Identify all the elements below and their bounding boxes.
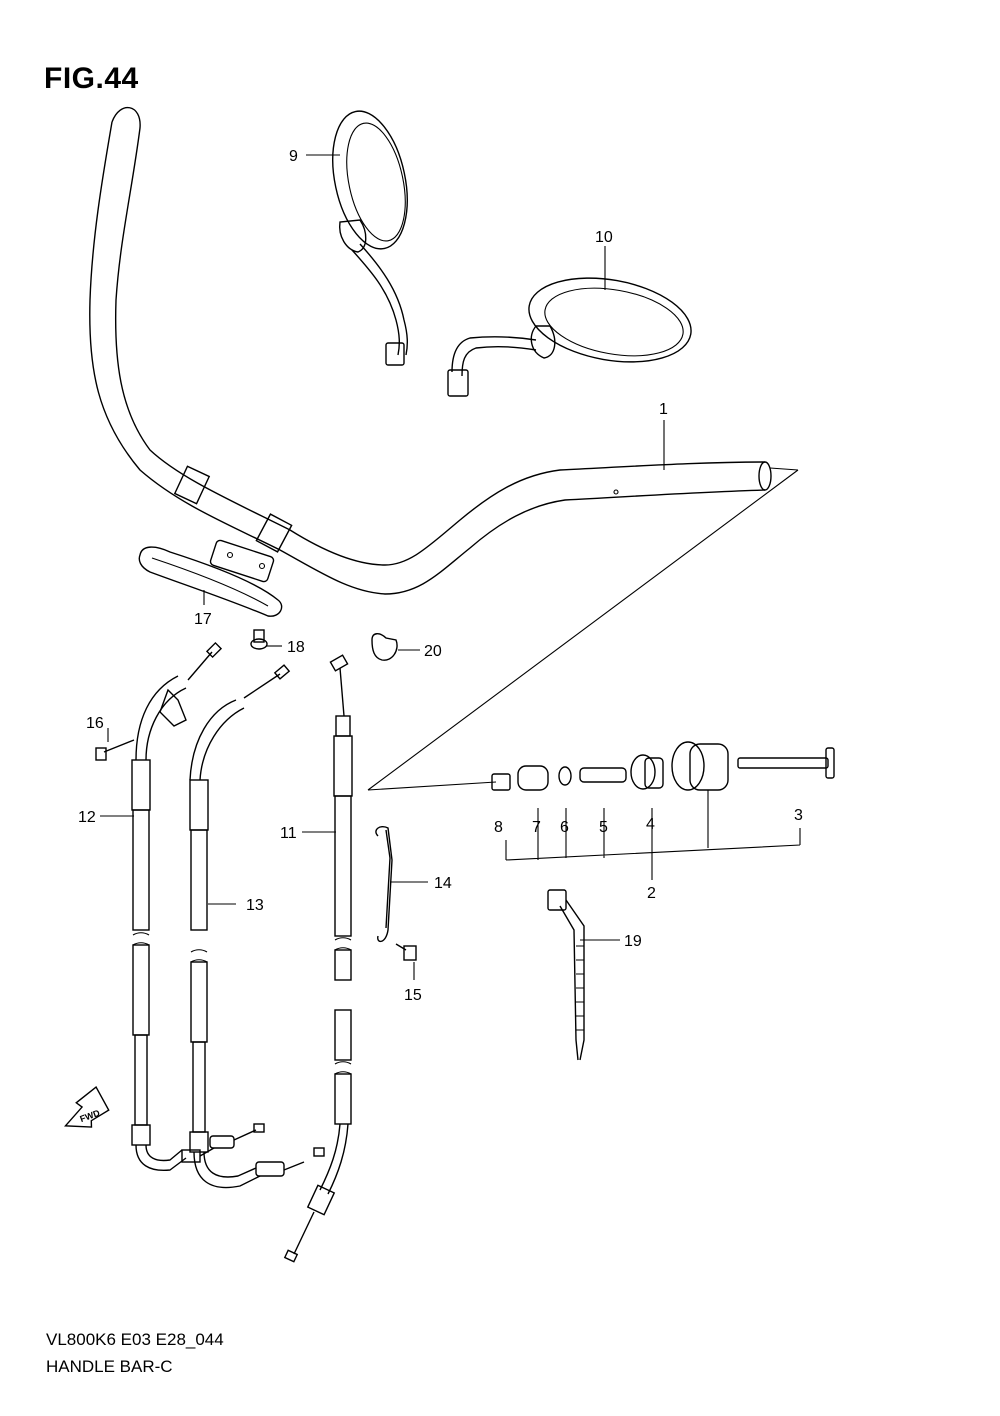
bolt-15 bbox=[395, 943, 417, 961]
callout-20: 20 bbox=[424, 643, 442, 660]
clip-14 bbox=[375, 826, 393, 943]
leader-lines bbox=[100, 154, 665, 980]
bar-end-assembly bbox=[367, 467, 835, 880]
callout-17: 17 bbox=[194, 611, 212, 628]
left-mirror bbox=[332, 110, 409, 366]
callout-13: 13 bbox=[246, 897, 264, 914]
callout-16: 16 bbox=[86, 715, 104, 732]
section-name: HANDLE BAR-C bbox=[46, 1357, 173, 1376]
clamp-20 bbox=[371, 633, 398, 661]
callout-19: 19 bbox=[624, 933, 642, 950]
figure-title: FIG.44 bbox=[44, 62, 139, 95]
clutch-cable-11 bbox=[283, 654, 353, 1263]
bolt-18 bbox=[250, 629, 268, 650]
callout-4: 4 bbox=[646, 816, 655, 833]
callout-7: 7 bbox=[532, 819, 541, 836]
callout-15: 15 bbox=[404, 987, 422, 1004]
fwd-arrow-icon: FWD bbox=[64, 1085, 110, 1128]
throttle-cable-13 bbox=[189, 664, 305, 1189]
callout-14: 14 bbox=[434, 875, 452, 892]
callout-18: 18 bbox=[287, 639, 305, 656]
callout-2: 2 bbox=[647, 885, 656, 902]
callout-10: 10 bbox=[595, 229, 613, 246]
callout-1: 1 bbox=[659, 401, 668, 418]
handlebar bbox=[89, 106, 772, 595]
callout-12: 12 bbox=[78, 809, 96, 826]
callout-6: 6 bbox=[560, 819, 569, 836]
tie-band-19 bbox=[547, 889, 585, 1061]
callout-9: 9 bbox=[289, 148, 298, 165]
callout-11: 11 bbox=[280, 825, 297, 842]
callout-3: 3 bbox=[794, 807, 803, 824]
cable-holder bbox=[138, 539, 283, 617]
callout-8: 8 bbox=[494, 819, 503, 836]
model-code: VL800K6 E03 E28_044 bbox=[46, 1330, 224, 1349]
callout-5: 5 bbox=[599, 819, 608, 836]
throttle-cable-12 bbox=[131, 641, 223, 1172]
callout-labels: 1 2 3 4 5 6 7 8 9 10 11 12 13 14 15 16 1… bbox=[78, 148, 803, 1004]
right-mirror bbox=[447, 277, 692, 397]
bolt-16 bbox=[95, 739, 135, 761]
